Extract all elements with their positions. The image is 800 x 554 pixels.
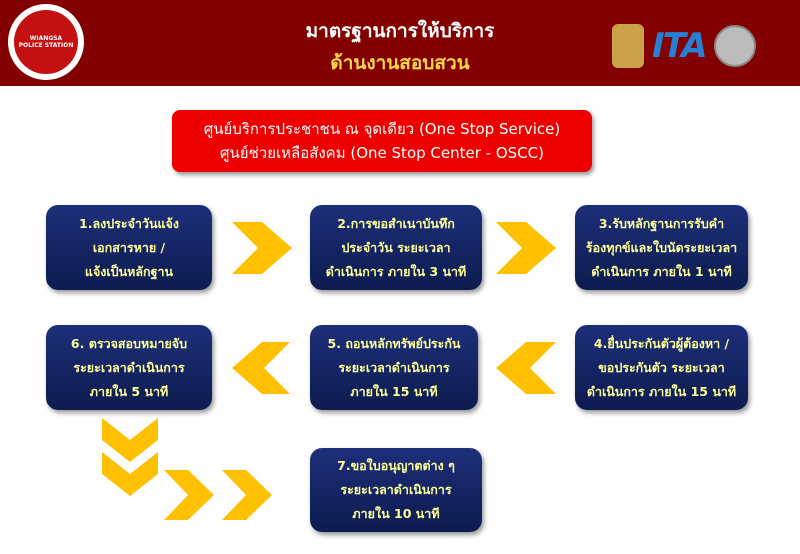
step-text: 5. ถอนหลักทรัพย์ประกัน <box>327 335 461 351</box>
step-text: 7.ขอใบอนุญาตต่าง ๆ <box>337 458 455 473</box>
step-1: 1.ลงประจำวันแจ้งเอกสารหาย / แจ้งเป็นหลักฐ… <box>46 205 212 290</box>
chevron-left-icon <box>496 342 556 394</box>
step-7: 7.ขอใบอนุญาตต่าง ๆระยะเวลาดำเนินการภายใน… <box>310 448 482 532</box>
step-text: ดำเนินการ ภายใน 15 นาที <box>586 383 737 399</box>
step-text: ระยะเวลาดำเนินการ <box>338 359 450 375</box>
step-text: ภายใน 15 นาที <box>350 383 438 399</box>
chevron-right-icon <box>164 470 214 520</box>
step-text: เอกสารหาย / <box>92 239 166 255</box>
step-text: ระยะเวลาดำเนินการ <box>340 482 452 497</box>
service-banner: ศูนย์บริการประชาชน ณ จุดเดียว (One Stop … <box>172 110 592 172</box>
emblem-icon <box>612 24 644 68</box>
step-5: 5. ถอนหลักทรัพย์ประกันระยะเวลาดำเนินการภ… <box>310 325 478 410</box>
chevron-right-icon <box>232 222 292 274</box>
step-3: 3.รับหลักฐานการรับคำร้องทุกข์และใบนัดระย… <box>575 205 748 290</box>
step-text: ภายใน 5 นาที <box>89 383 169 399</box>
step-text: ขอประกันตัว ระยะเวลา <box>598 359 725 375</box>
step-text: 6. ตรวจสอบหมายจับ <box>70 335 188 351</box>
step-text: ภายใน 10 นาที <box>352 506 440 521</box>
step-text: 1.ลงประจำวันแจ้ง <box>79 215 179 231</box>
step-text: 3.รับหลักฐานการรับคำ <box>598 215 725 231</box>
ita-logo: ITA <box>652 26 708 66</box>
page-title: มาตรฐานการให้บริการ <box>305 20 495 42</box>
chevron-down-icon <box>102 418 158 462</box>
chevron-right-icon <box>496 222 556 274</box>
step-text: ดำเนินการ ภายใน 3 นาที <box>325 263 467 279</box>
step-6: 6. ตรวจสอบหมายจับระยะเวลาดำเนินการภายใน … <box>46 325 212 410</box>
chevron-left-icon <box>232 342 290 394</box>
banner-line-1: ศูนย์บริการประชาชน ณ จุดเดียว (One Stop … <box>203 120 561 138</box>
step-text: ดำเนินการ ภายใน 1 นาที <box>591 263 732 279</box>
step-text: ระยะเวลาดำเนินการ <box>73 359 185 375</box>
step-text: 4.ยื่นประกันตัวผู้ต้องหา / <box>593 335 730 351</box>
step-text: แจ้งเป็นหลักฐาน <box>84 263 174 279</box>
banner-line-2: ศูนย์ช่วยเหลือสังคม (One Stop Center - O… <box>220 144 544 162</box>
seal-icon <box>713 25 756 67</box>
step-text: ร้องทุกข์และใบนัดระยะเวลา <box>585 239 738 255</box>
step-text: 2.การขอสำเนาบันทึก <box>337 215 455 231</box>
step-text: ประจำวัน ระยะเวลา <box>341 239 451 255</box>
step-4: 4.ยื่นประกันตัวผู้ต้องหา / ขอประกันตัว ระ… <box>575 325 748 410</box>
chevron-right-icon <box>222 470 272 520</box>
chevron-down-icon <box>102 452 158 496</box>
step-2: 2.การขอสำเนาบันทึกประจำวัน ระยะเวลาดำเนิ… <box>310 205 482 290</box>
page-subtitle: ด้านงานสอบสวน <box>330 52 470 74</box>
